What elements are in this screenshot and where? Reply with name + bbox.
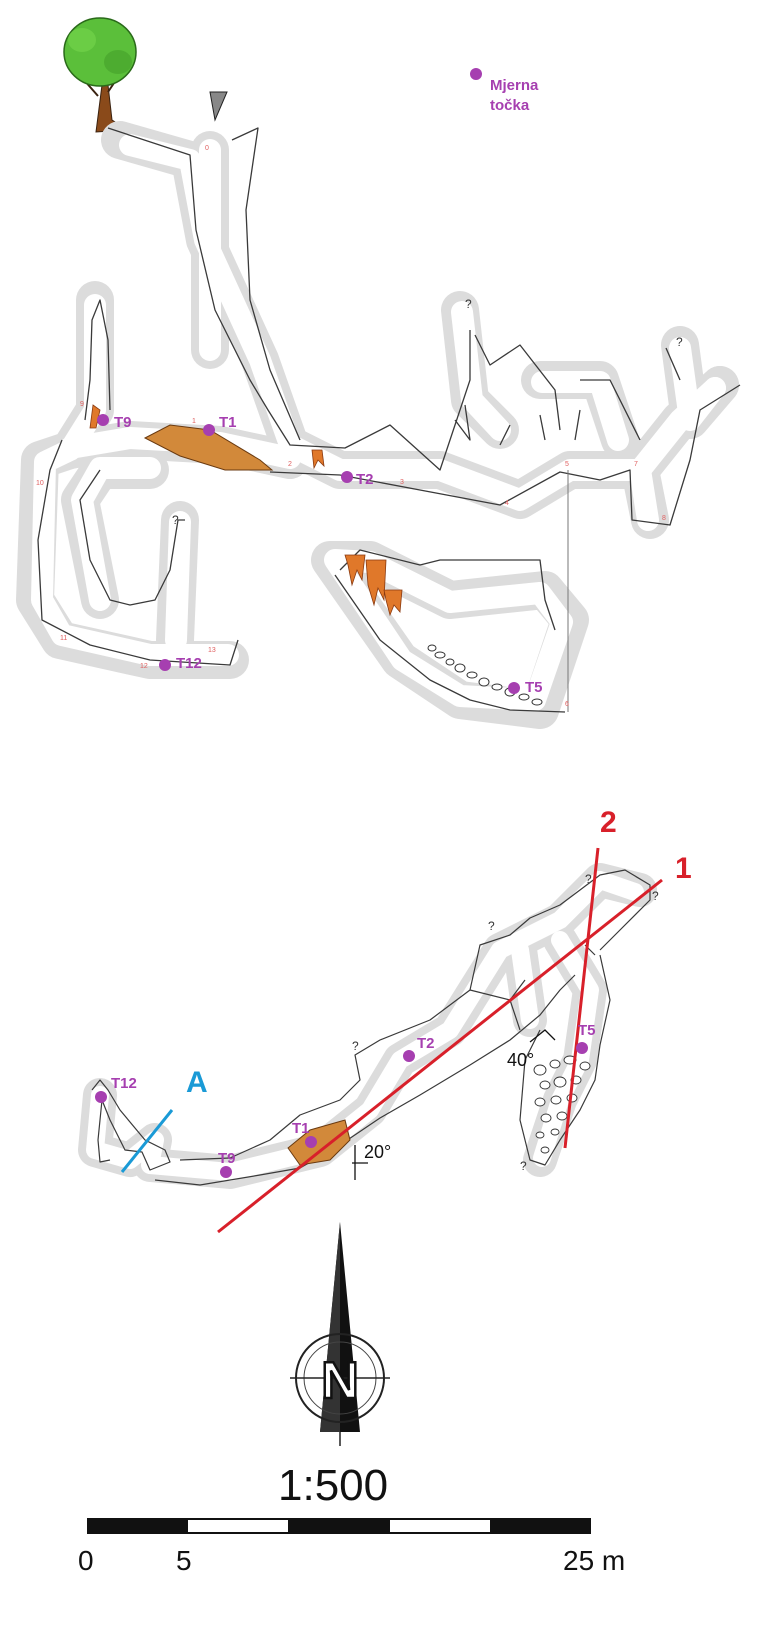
angle-40-label: 40° [507,1050,534,1070]
svg-text:?: ? [488,919,495,933]
survey-stations: 0 1 2 3 4 5 6 7 8 9 10 11 12 13 [36,145,666,708]
scale-tick-0: 0 [78,1545,94,1576]
cave-plan: ?? ??? 1 2 A 40° 20° T1 T2 T5 T9 T12 [78,806,692,1234]
plan-point-T1 [305,1136,317,1148]
scale-bar: 1:500 0 5 25 m [78,1461,625,1576]
cave-profile: ??? 0 1 2 3 4 5 6 7 8 9 10 11 12 13 T1 T… [16,121,741,729]
plan-point-T2 [403,1050,415,1062]
scale-ratio: 1:500 [278,1461,388,1510]
svg-text:6: 6 [565,701,569,708]
unexplored-markers: ??? [172,297,683,527]
boulder-pile [427,644,543,706]
plan-point-T9-label: T9 [218,1150,236,1167]
section-line-a-label: A [186,1066,208,1099]
svg-text:5: 5 [565,461,569,468]
profile-point-T1 [203,424,215,436]
entrance-marker-icon [209,91,228,122]
svg-text:12: 12 [140,663,148,670]
north-letter: N [321,1352,359,1410]
svg-text:8: 8 [662,515,666,522]
speleothem-icon [89,404,403,617]
section-line-2 [563,847,600,1149]
legend-label-line1: Mjerna [490,77,539,94]
plan-point-T5-label: T5 [578,1022,596,1039]
angle-20-mark [352,1145,368,1180]
svg-text:4: 4 [505,500,509,507]
profile-point-T12-label: T12 [176,655,202,672]
plan-measure-points: T1 T2 T5 T9 T12 [95,1022,596,1178]
angle-40-mark [529,1029,556,1043]
svg-text:?: ? [652,889,659,903]
profile-point-T12 [159,659,171,671]
plan-point-T5 [576,1042,588,1054]
svg-text:?: ? [465,297,472,311]
plan-point-T12 [95,1091,107,1103]
svg-text:13: 13 [208,647,216,654]
legend-point-icon [470,68,482,80]
profile-point-T2 [341,471,353,483]
svg-text:?: ? [520,1159,527,1173]
svg-text:7: 7 [634,461,638,468]
plan-sediment [287,1119,351,1166]
section-line-2-label: 2 [600,806,617,839]
svg-text:1: 1 [192,418,196,425]
plan-point-T12-label: T12 [111,1075,137,1092]
legend-label-line2: točka [490,97,530,114]
svg-text:?: ? [172,513,179,527]
svg-text:10: 10 [36,480,44,487]
tree-icon [63,17,137,133]
scale-tick-5: 5 [176,1545,192,1576]
svg-text:9: 9 [80,401,84,408]
svg-text:?: ? [676,335,683,349]
svg-text:2: 2 [288,461,292,468]
plan-unexplored-markers: ?? ??? [352,872,659,1173]
svg-text:11: 11 [60,635,67,642]
plan-point-T1-label: T1 [292,1120,310,1137]
svg-text:3: 3 [400,479,404,486]
profile-point-T9 [97,414,109,426]
profile-point-T1-label: T1 [219,414,237,431]
profile-measure-points: T1 T2 T5 T9 T12 [97,414,543,696]
section-line-1-label: 1 [675,852,692,885]
profile-point-T5 [508,682,520,694]
plan-point-T2-label: T2 [417,1035,435,1052]
scale-tick-25: 25 m [563,1545,625,1576]
plan-point-T9 [220,1166,232,1178]
profile-point-T9-label: T9 [114,414,132,431]
north-arrow-icon: N [290,1222,390,1446]
legend: Mjerna točka [470,68,539,114]
svg-text:0: 0 [205,145,209,152]
profile-point-T5-label: T5 [525,679,543,696]
svg-text:?: ? [585,872,592,886]
svg-text:?: ? [352,1039,359,1053]
angle-20-label: 20° [364,1142,391,1162]
sediment-deposit [143,424,274,471]
profile-point-T2-label: T2 [356,471,374,488]
section-line-a [120,1109,174,1173]
